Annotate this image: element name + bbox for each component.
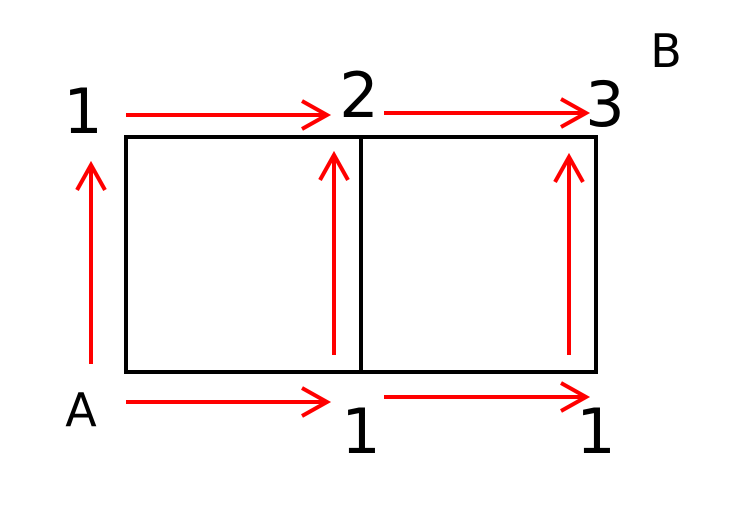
arrow-left-up bbox=[75, 160, 107, 364]
arrow-top-right-right bbox=[384, 97, 591, 129]
count-top-left: 1 bbox=[63, 75, 102, 148]
count-bottom-middle: 1 bbox=[341, 395, 380, 468]
arrow-bottom-left-right bbox=[126, 386, 332, 418]
point-end-label: B bbox=[650, 24, 682, 78]
arrow-right-up bbox=[553, 152, 585, 355]
count-top-middle: 2 bbox=[339, 59, 378, 132]
point-start-label: A bbox=[65, 383, 97, 437]
arrow-middle-up bbox=[318, 150, 350, 355]
count-bottom-right: 1 bbox=[576, 395, 615, 468]
count-top-right: 3 bbox=[585, 68, 624, 141]
arrow-top-left-right bbox=[126, 99, 332, 131]
arrow-bottom-right-right bbox=[384, 381, 591, 413]
